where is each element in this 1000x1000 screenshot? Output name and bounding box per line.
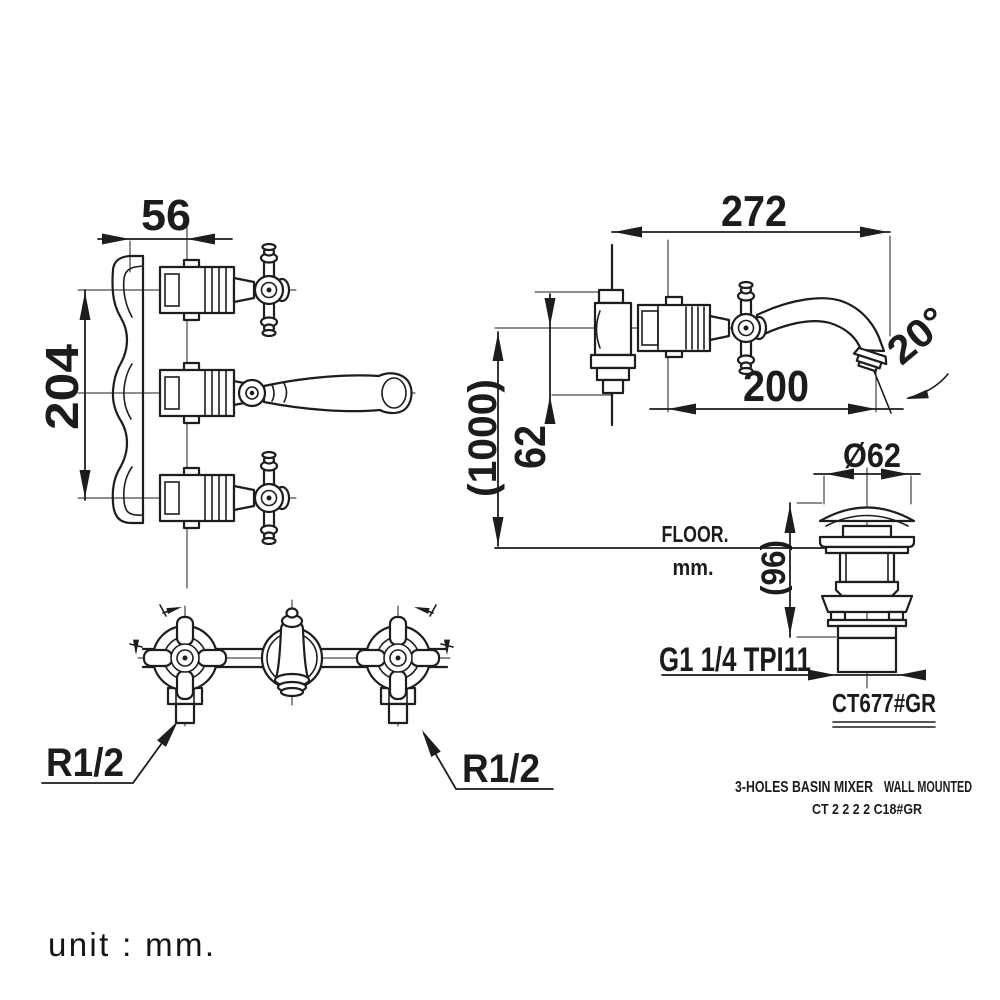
side-height-dim: (1000) bbox=[461, 379, 505, 497]
drain-detail: Ø62 (96) G1 1/4 TPI11 CT677#GR bbox=[659, 437, 936, 728]
drain-thread-label: G1 1/4 TPI11 bbox=[659, 641, 811, 679]
inlet-right-label: R1/2 bbox=[462, 747, 540, 791]
plan-cross-handle-left bbox=[142, 615, 228, 701]
dim-arrow bbox=[848, 403, 876, 415]
drain-model-underline bbox=[832, 721, 936, 728]
popup-waste bbox=[818, 506, 916, 674]
plan-view: R1/2 R1/2 bbox=[41, 599, 554, 791]
dim-arrow bbox=[860, 226, 888, 238]
dim-arrow bbox=[79, 470, 91, 498]
title-block: 3-HOLES BASIN MIXER WALL MOUNTED CT 2 2 … bbox=[735, 779, 972, 818]
side-inlet-drop-dim: 62 bbox=[506, 425, 555, 469]
mounting-title: WALL MOUNTED bbox=[884, 779, 972, 796]
drain-model-label: CT677#GR bbox=[832, 688, 936, 718]
dim-arrow bbox=[492, 517, 504, 545]
product-model: CT 2 2 2 2 C18#GR bbox=[812, 801, 922, 818]
drain-height-dim: (96) bbox=[755, 540, 793, 596]
dim-arrow bbox=[808, 669, 836, 681]
dim-arrow bbox=[668, 403, 696, 415]
product-title: 3-HOLES BASIN MIXER bbox=[735, 779, 873, 796]
side-spout-reach-dim: 200 bbox=[743, 362, 809, 411]
plan-spout bbox=[260, 607, 324, 698]
floor-label: FLOOR. bbox=[662, 521, 729, 547]
dim-arrow bbox=[544, 396, 556, 424]
dim-arrow bbox=[905, 389, 929, 404]
side-overall-dim: 272 bbox=[721, 187, 787, 236]
cross-handle-bottom bbox=[253, 450, 291, 546]
drain-diameter-dim: Ø62 bbox=[843, 437, 901, 475]
lever-handle bbox=[237, 372, 413, 415]
mixer-body-side bbox=[636, 295, 731, 359]
wall-plate-outline bbox=[111, 254, 145, 525]
front-view: 56 204 bbox=[36, 191, 416, 589]
dim-arrow bbox=[784, 505, 796, 533]
dim-arrow bbox=[79, 292, 91, 320]
dim-arrow bbox=[898, 669, 926, 681]
leader-arrow bbox=[417, 727, 441, 757]
inlet-leader-left: R1/2 bbox=[41, 717, 183, 785]
cross-handle-top bbox=[253, 242, 291, 338]
unit-note: unit : mm. bbox=[48, 926, 214, 963]
dim-arrow bbox=[614, 226, 642, 238]
valve-body-bottom bbox=[158, 466, 256, 530]
front-spacing-dim: 204 bbox=[36, 344, 88, 430]
inlet-check-valve bbox=[589, 288, 637, 395]
side-view: 272 (1000) 62 200 20° bbox=[461, 187, 956, 580]
floor-unit-label: mm. bbox=[673, 555, 714, 580]
inlet-left-label: R1/2 bbox=[46, 741, 124, 785]
front-depth-dim: 56 bbox=[141, 191, 191, 240]
rotation-arrows bbox=[129, 604, 454, 655]
dim-arrow bbox=[544, 298, 556, 326]
dim-arrow bbox=[492, 333, 504, 361]
inlet-leader-right: R1/2 bbox=[417, 727, 554, 791]
plan-cross-handle-right bbox=[355, 615, 441, 701]
valve-body-top bbox=[158, 258, 256, 322]
side-angle-dim: 20° bbox=[879, 299, 956, 374]
dim-arrow bbox=[187, 233, 215, 245]
spout-outlet bbox=[852, 346, 888, 373]
wall-plate-inner-line bbox=[122, 265, 144, 516]
spout bbox=[754, 297, 888, 373]
cross-handle-side bbox=[730, 280, 768, 376]
dim-arrow bbox=[102, 233, 130, 245]
dim-arrow bbox=[784, 607, 796, 635]
